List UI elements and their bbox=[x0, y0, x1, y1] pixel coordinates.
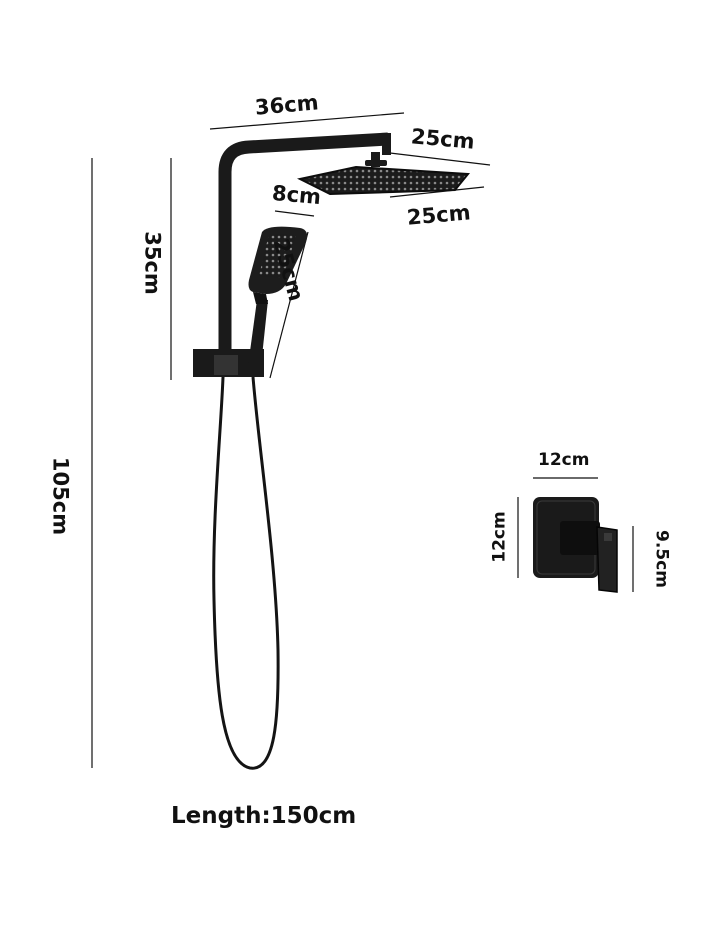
handset-length-line bbox=[269, 231, 309, 379]
handheld-shower bbox=[248, 226, 308, 366]
arm-width-label: 36cm bbox=[254, 90, 320, 120]
shower-hose bbox=[212, 376, 280, 770]
rain-shower-head bbox=[297, 152, 471, 196]
riser-rail bbox=[218, 132, 391, 360]
head-depth-line bbox=[389, 152, 491, 166]
mixer-width-label: 12cm bbox=[538, 450, 590, 470]
head-depth-label: 25cm bbox=[410, 124, 476, 154]
mixer-handle-label: 9.5cm bbox=[651, 530, 672, 588]
wall-mixer bbox=[533, 497, 618, 593]
head-width-label: 25cm bbox=[406, 200, 472, 230]
head-width-line bbox=[389, 186, 485, 198]
dimension-lines bbox=[91, 112, 634, 768]
total-height-label: 105cm bbox=[48, 456, 73, 536]
handset-width-label: 8cm bbox=[271, 180, 322, 210]
mixer-height-label: 12cm bbox=[489, 511, 510, 563]
hose-length-caption: Length:150cm bbox=[171, 803, 357, 829]
riser-height-label: 35cm bbox=[140, 231, 165, 295]
arm-width-line bbox=[209, 112, 405, 130]
handset-width-line bbox=[274, 210, 315, 217]
